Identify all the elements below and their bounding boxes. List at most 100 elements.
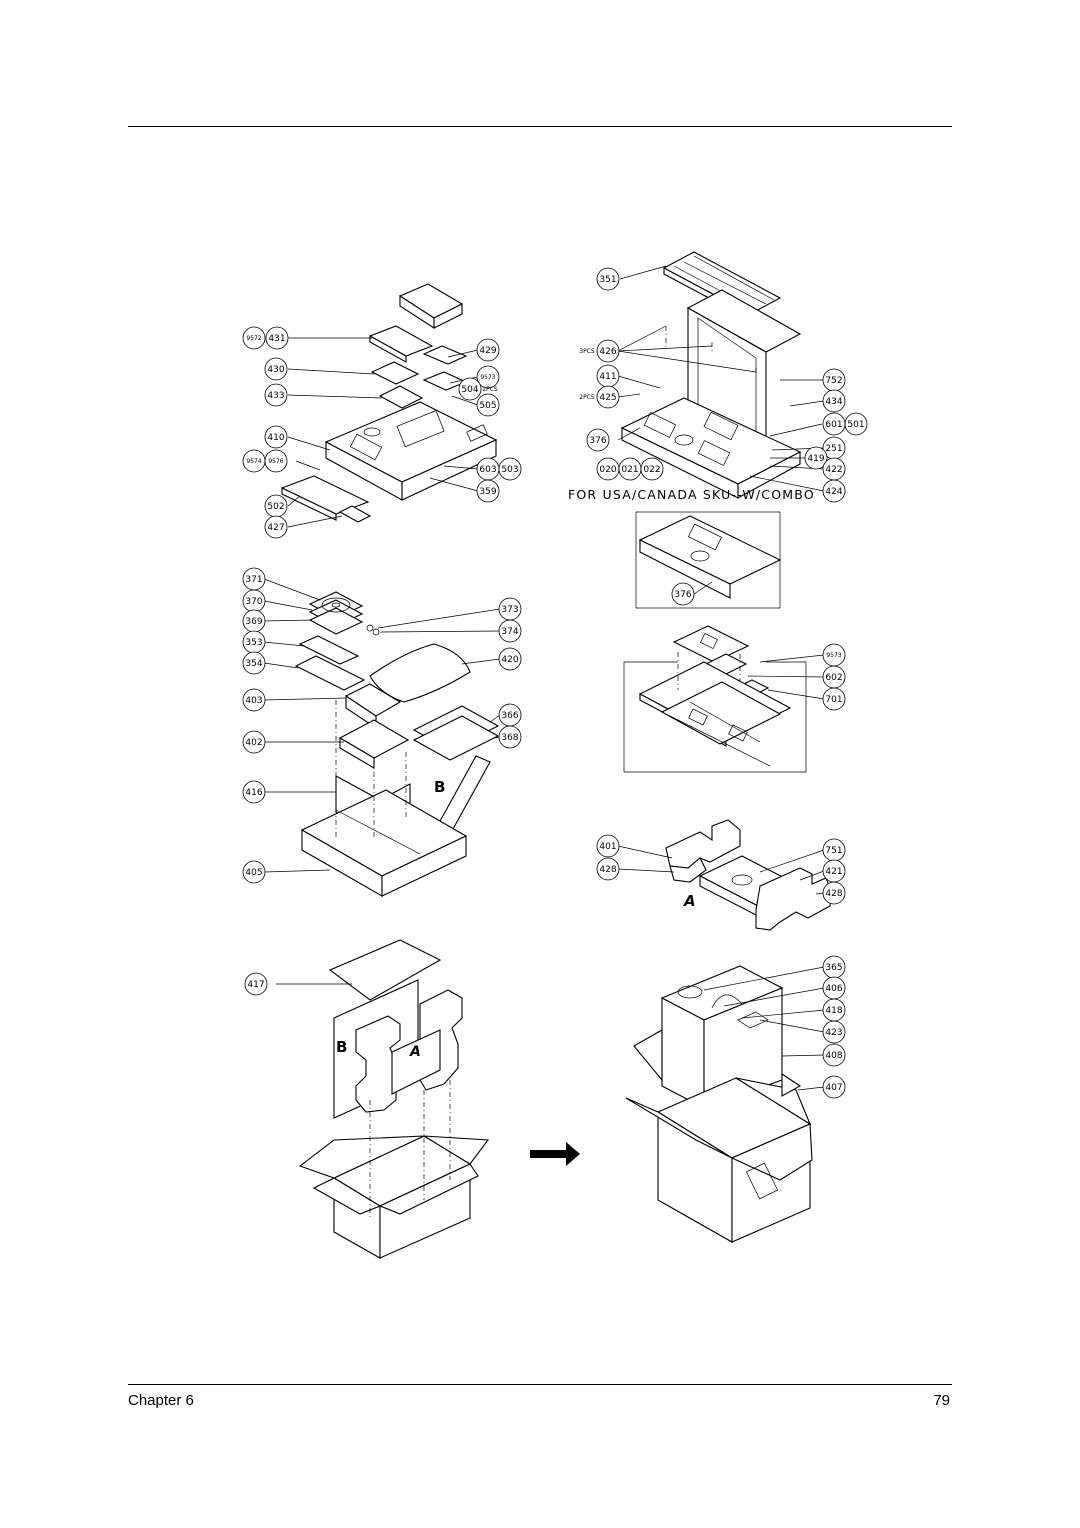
- svg-text:503: 503: [501, 465, 518, 475]
- label-b-middle: B: [434, 778, 445, 796]
- callout-751: 751: [822, 838, 846, 862]
- qty-2pcs-504: 2PCS: [482, 386, 498, 393]
- callout-403: 403: [242, 688, 266, 712]
- svg-text:501: 501: [847, 420, 864, 430]
- callouts: 9572 431 429 430 9573 433 504 2PCS 505 4…: [242, 267, 868, 1099]
- svg-text:368: 368: [501, 733, 518, 743]
- svg-text:701: 701: [825, 695, 842, 705]
- svg-text:505: 505: [479, 401, 496, 411]
- label-b-bottom: B: [336, 1038, 347, 1056]
- callout-9573: 9573: [476, 365, 500, 389]
- svg-text:421: 421: [825, 867, 842, 877]
- callout-354: 354: [242, 651, 266, 675]
- header-rule: [128, 126, 952, 127]
- svg-text:373: 373: [501, 605, 518, 615]
- svg-text:426: 426: [599, 347, 616, 357]
- svg-text:424: 424: [825, 487, 842, 497]
- callout-402: 402: [242, 730, 266, 754]
- svg-text:376: 376: [674, 590, 691, 600]
- callout-423: 423: [822, 1020, 846, 1044]
- callout-365: 365: [822, 955, 846, 979]
- svg-text:406: 406: [825, 984, 842, 994]
- callout-376-top: 376: [586, 428, 610, 452]
- svg-text:420: 420: [501, 655, 518, 665]
- svg-text:369: 369: [245, 617, 262, 627]
- svg-text:601: 601: [825, 420, 842, 430]
- svg-text:504: 504: [461, 385, 478, 395]
- svg-text:401: 401: [599, 842, 616, 852]
- svg-text:422: 422: [825, 465, 842, 475]
- svg-text:402: 402: [245, 738, 262, 748]
- callout-9574: 9574: [242, 449, 266, 473]
- svg-text:405: 405: [245, 868, 262, 878]
- svg-text:418: 418: [825, 1006, 842, 1016]
- callout-373: 373: [498, 597, 522, 621]
- callout-505: 505: [476, 393, 500, 417]
- callout-371: 371: [242, 567, 266, 591]
- svg-text:359: 359: [479, 487, 496, 497]
- callout-351: 351: [596, 267, 620, 291]
- callout-418: 418: [822, 998, 846, 1022]
- svg-text:9572: 9572: [246, 335, 261, 342]
- callout-431: 431: [265, 326, 289, 350]
- svg-text:408: 408: [825, 1051, 842, 1061]
- svg-text:751: 751: [825, 846, 842, 856]
- label-a-bottom: A: [409, 1044, 421, 1060]
- svg-text:021: 021: [621, 465, 638, 475]
- svg-text:419: 419: [807, 454, 824, 464]
- usa-canada-inset: [635, 511, 782, 609]
- svg-text:365: 365: [825, 963, 842, 973]
- callout-603: 603: [476, 457, 500, 481]
- svg-text:9573: 9573: [826, 652, 841, 659]
- svg-text:410: 410: [267, 433, 284, 443]
- callout-502: 502: [264, 494, 288, 518]
- svg-text:9576: 9576: [268, 458, 283, 465]
- svg-text:416: 416: [245, 788, 262, 798]
- callout-429: 429: [476, 338, 500, 362]
- svg-text:433: 433: [267, 391, 284, 401]
- svg-text:9573: 9573: [480, 374, 495, 381]
- callout-601: 601: [822, 412, 846, 436]
- callout-368: 368: [498, 725, 522, 749]
- callout-425: 425: [596, 385, 620, 409]
- callout-406: 406: [822, 976, 846, 1000]
- svg-text:9574: 9574: [246, 458, 261, 465]
- callout-366: 366: [498, 703, 522, 727]
- callout-433: 433: [264, 383, 288, 407]
- svg-text:353: 353: [245, 638, 262, 648]
- svg-text:603: 603: [479, 465, 496, 475]
- callout-427: 427: [264, 515, 288, 539]
- callout-602: 602: [822, 665, 846, 689]
- callout-504: 504: [458, 377, 482, 401]
- callout-353: 353: [242, 630, 266, 654]
- callout-020: 020: [596, 457, 620, 481]
- callout-421: 421: [822, 859, 846, 883]
- packed-carton: [625, 965, 825, 1243]
- svg-text:434: 434: [825, 397, 842, 407]
- callout-407: 407: [822, 1075, 846, 1099]
- svg-text:602: 602: [825, 673, 842, 683]
- mainboard-inset: [623, 625, 825, 773]
- svg-text:430: 430: [267, 365, 284, 375]
- callout-417: 417: [244, 972, 268, 996]
- callout-021: 021: [618, 457, 642, 481]
- callout-9576: 9576: [264, 449, 288, 473]
- notebook-bottom-assembly: [280, 283, 498, 528]
- svg-text:022: 022: [643, 465, 660, 475]
- footer-page-number: 79: [933, 1392, 950, 1409]
- svg-text:429: 429: [479, 346, 496, 356]
- svg-text:417: 417: [247, 980, 264, 990]
- svg-text:423: 423: [825, 1028, 842, 1038]
- svg-text:376: 376: [589, 436, 606, 446]
- callout-9573-board: 9573: [822, 643, 846, 667]
- callout-430: 430: [264, 357, 288, 381]
- callout-410: 410: [264, 425, 288, 449]
- svg-text:752: 752: [825, 376, 842, 386]
- footer-chapter-label: Chapter 6: [128, 1392, 194, 1409]
- callout-422: 422: [822, 457, 846, 481]
- svg-text:374: 374: [501, 627, 518, 637]
- svg-text:354: 354: [245, 659, 262, 669]
- svg-text:411: 411: [599, 372, 616, 382]
- svg-text:370: 370: [245, 597, 262, 607]
